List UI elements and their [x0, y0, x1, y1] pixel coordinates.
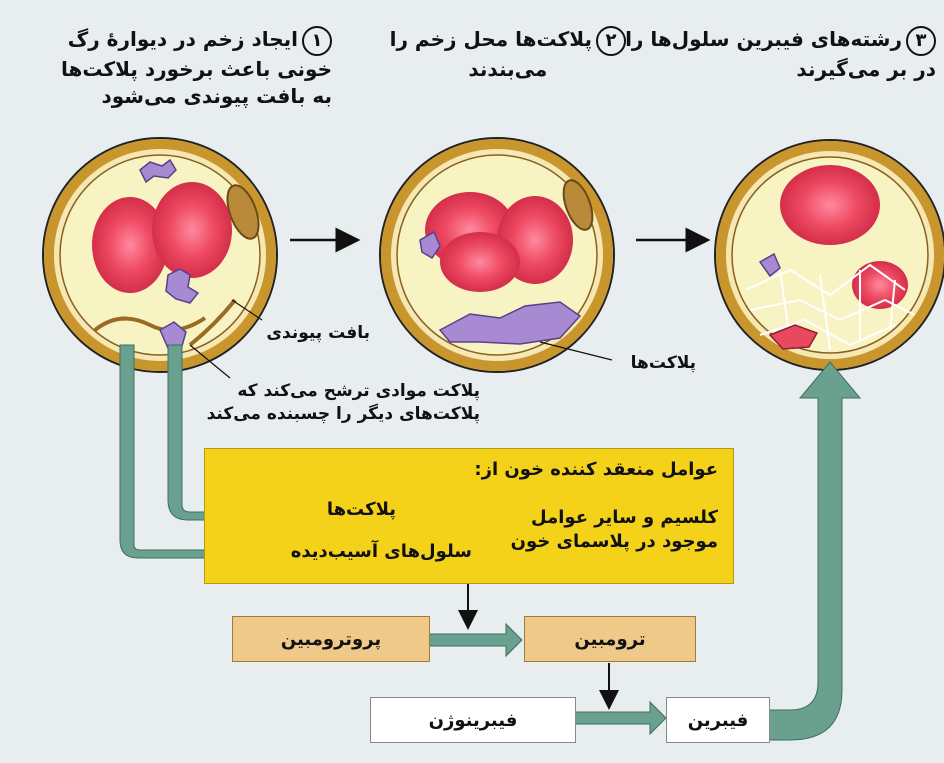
step-3-line-2: در بر می‌گیرند [796, 57, 936, 81]
thrombin-box: ترومبین [524, 616, 696, 662]
step-2-heading: ۲پلاکت‌ها محل زخم را می‌بندند [390, 26, 626, 83]
step-1-heading: ۱ایجاد زخم در دیوارهٔ رگ خونی باعث برخور… [61, 26, 332, 110]
step-1-line-3: به بافت پیوندی می‌شود [101, 84, 332, 108]
factor-plasma: کلسیم و سایر عوامل موجود در پلاسمای خون [511, 506, 718, 555]
platelet-secretion-label: پلاکت موادی ترشح می‌کند که پلاکت‌های دیگ… [207, 380, 480, 426]
prothrombin-box: پروترومبین [232, 616, 430, 662]
platelet-secretion-line-2: پلاکت‌های دیگر را چسبنده می‌کند [207, 404, 480, 424]
step-2-number: ۲ [596, 26, 626, 56]
fibrinogen-box: فیبرینوژن [370, 697, 576, 743]
arrow-fibrin-to-vessel [768, 362, 860, 740]
platelets-label: پلاکت‌ها [631, 352, 696, 375]
connective-tissue-label: بافت پیوندی [266, 322, 370, 345]
fibrin-box: فیبرین [666, 697, 770, 743]
step-3-number: ۳ [906, 26, 936, 56]
clotting-factors-title: عوامل منعقد کننده خون از: [474, 458, 718, 482]
factor-platelets: پلاکت‌ها [327, 498, 396, 522]
arrow-prothrombin-to-thrombin [428, 624, 522, 656]
red-blood-cell [152, 182, 232, 278]
red-blood-cell [780, 165, 880, 245]
factor-plasma-line-2: موجود در پلاسمای خون [511, 531, 718, 552]
arrow-fibrinogen-to-fibrin [574, 702, 666, 734]
step-3-line-1: رشته‌های فیبرین سلول‌ها را [625, 27, 902, 51]
step-3-heading: ۳رشته‌های فیبرین سلول‌ها را در بر می‌گیر… [625, 26, 936, 83]
step-1-number: ۱ [302, 26, 332, 56]
vessel-3 [715, 140, 944, 370]
factor-plasma-line-1: کلسیم و سایر عوامل [531, 507, 718, 528]
step-1-line-1: ایجاد زخم در دیوارهٔ رگ [68, 27, 298, 51]
step-2-line-2: می‌بندند [468, 57, 547, 81]
red-blood-cell [440, 232, 520, 292]
step-2-line-1: پلاکت‌ها محل زخم را [390, 27, 592, 51]
factor-damaged-cells: سلول‌های آسیب‌دیده [291, 540, 472, 564]
step-1-line-2: خونی باعث برخورد پلاکت‌ها [61, 57, 332, 81]
vessel-2 [380, 138, 614, 372]
platelet-secretion-line-1: پلاکت موادی ترشح می‌کند که [237, 381, 480, 401]
vessel-1 [43, 138, 277, 372]
